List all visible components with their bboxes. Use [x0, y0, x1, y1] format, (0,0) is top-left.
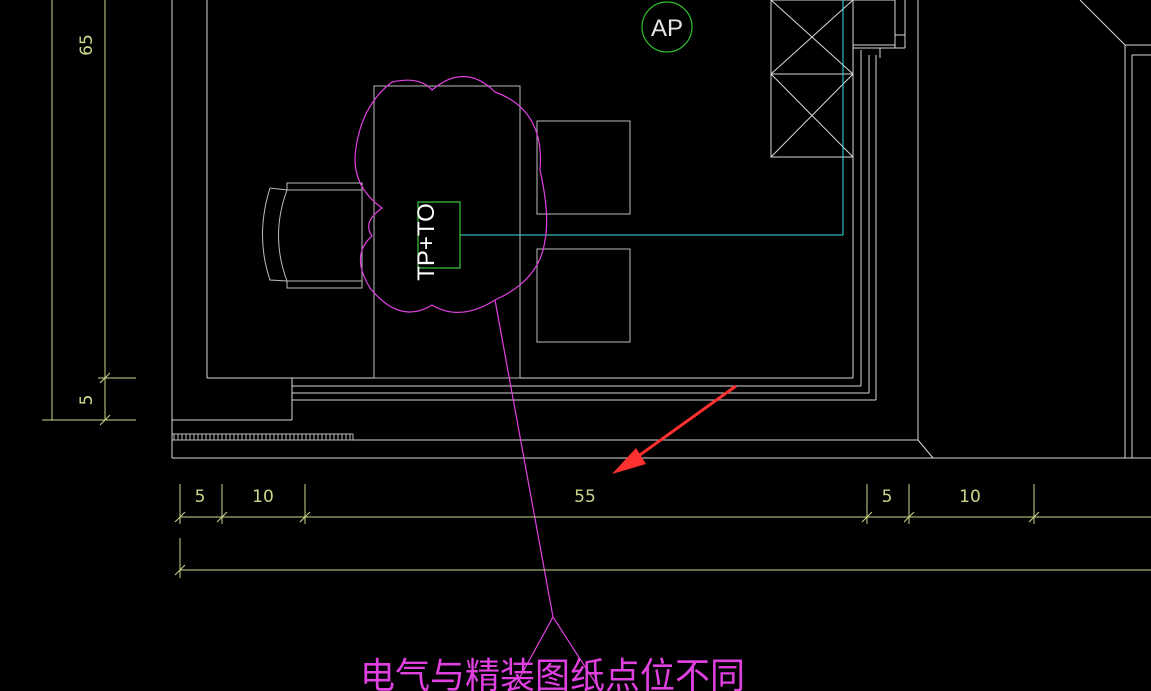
vertical-dimension [42, 0, 136, 426]
dimension-5-left: 5 [195, 487, 206, 507]
horizontal-dimension [174, 484, 1151, 578]
room-walls [171, 0, 1151, 459]
red-arrow-icon [612, 384, 737, 474]
structural-column [770, 0, 906, 158]
dimension-5-right: 5 [882, 487, 893, 507]
cabinet-top [536, 120, 631, 215]
floor-hatch [172, 433, 354, 441]
vertical-dimension-65: 65 [77, 34, 97, 56]
dimension-10-right: 10 [959, 487, 981, 507]
outlet-device: TP+TO [413, 201, 461, 281]
cable-route [460, 0, 844, 236]
wireless-ap-icon: AP [641, 1, 693, 53]
ap-label: AP [651, 15, 683, 42]
dimension-55: 55 [574, 487, 596, 507]
outlet-label: TP+TO [413, 203, 440, 281]
dimension-10-left: 10 [252, 487, 274, 507]
desk [373, 85, 521, 379]
chair-icon [262, 182, 363, 289]
cabinet-bottom [536, 248, 631, 343]
vertical-dimension-5: 5 [77, 395, 97, 406]
revision-cloud-icon [354, 75, 548, 314]
annotation-text: 电气与精装图纸点位不同 [360, 656, 745, 691]
annotation-leader [494, 299, 601, 691]
